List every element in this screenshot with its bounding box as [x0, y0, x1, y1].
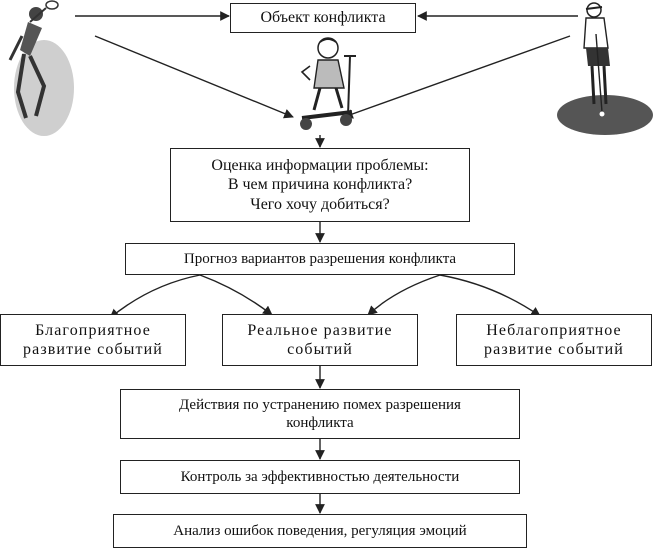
- unfavorable-line-2: развитие событий: [484, 341, 624, 358]
- assessment-line-3: Чего хочу добиться?: [250, 195, 390, 213]
- arrow-tennis-to-center: [94, 35, 294, 119]
- arrow-forecast-to-unfavorable: [439, 274, 541, 317]
- actions-box: Действия по устранению помех разрешения …: [120, 389, 520, 439]
- object-label: Объект конфликта: [260, 9, 386, 27]
- outcome-favorable-box: Благоприятное развитие событий: [0, 314, 186, 366]
- assessment-line-2: В чем причина конфликта?: [227, 176, 413, 194]
- arrow-forecast-to-favorable: [109, 274, 201, 319]
- control-box: Контроль за эффективностью деятельности: [120, 460, 520, 494]
- forecast-box: Прогноз вариантов разрешения конфликта: [125, 243, 515, 275]
- arrow-forecast-to-real-left: [199, 274, 273, 316]
- child-on-scooter-icon: [300, 37, 356, 130]
- forecast-label: Прогноз вариантов разрешения конфликта: [183, 251, 457, 267]
- tennis-player-icon: [8, 0, 74, 136]
- outcome-unfavorable-box: Неблагоприятное развитие событий: [456, 314, 652, 366]
- control-label: Контроль за эффективностью деятельности: [180, 469, 460, 485]
- real-line-2: событий: [287, 341, 353, 358]
- favorable-line-1: Благоприятное: [35, 321, 151, 339]
- analysis-box: Анализ ошибок поведения, регуляция эмоци…: [113, 514, 527, 548]
- arrow-golfer-to-center: [343, 35, 571, 119]
- arrow-forecast-to-real-right: [367, 274, 441, 316]
- assessment-line-1: Оценка информации проблемы:: [211, 157, 429, 175]
- unfavorable-line-1: Неблагоприятное: [486, 321, 622, 339]
- golfer-icon: [557, 2, 653, 135]
- real-line-1: Реальное развитие: [247, 321, 393, 339]
- assessment-box: Оценка информации проблемы: В чем причин…: [170, 148, 470, 222]
- outcome-real-box: Реальное развитие событий: [222, 314, 418, 366]
- actions-line-1: Действия по устранению помех разрешения: [179, 397, 461, 413]
- object-box: Объект конфликта: [230, 3, 416, 33]
- analysis-label: Анализ ошибок поведения, регуляция эмоци…: [173, 523, 467, 539]
- favorable-line-2: развитие событий: [23, 341, 163, 358]
- actions-line-2: конфликта: [286, 415, 354, 431]
